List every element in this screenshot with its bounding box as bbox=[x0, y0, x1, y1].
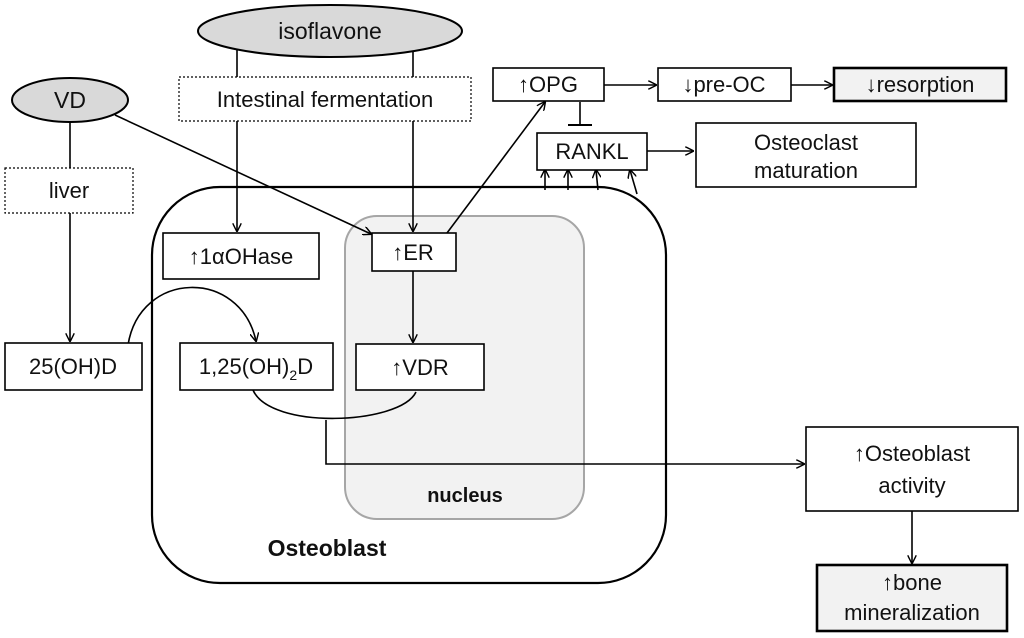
osteoblast-activity-line2: activity bbox=[878, 473, 945, 498]
rankl-label: RANKL bbox=[555, 139, 628, 164]
isoflavone-node bbox=[197, 4, 463, 58]
d125-prefix: 1,25(OH) bbox=[199, 354, 289, 379]
osteoblast-activity-line1: ↑Osteoblast bbox=[854, 441, 970, 466]
vd-label: VD bbox=[54, 87, 86, 113]
bone-mineralization-box bbox=[815, 563, 1009, 633]
nucleus-label: nucleus bbox=[427, 485, 503, 507]
er-box bbox=[371, 232, 457, 272]
d25-label: 25(OH)D bbox=[29, 354, 117, 379]
d125-subscript: 2 bbox=[289, 367, 297, 383]
osteoblast-label: Osteoblast bbox=[268, 535, 387, 561]
d25-box bbox=[4, 342, 143, 391]
bone-mineralization-line2: mineralization bbox=[844, 600, 980, 625]
resorption-label: ↓resorption bbox=[866, 72, 975, 97]
opg-label: ↑OPG bbox=[518, 72, 578, 97]
isoflavone-label: isoflavone bbox=[278, 18, 382, 44]
vd-node bbox=[11, 77, 129, 123]
osteoblast-activity-box bbox=[805, 426, 1019, 512]
resorption-box bbox=[832, 66, 1008, 103]
edge-vd-er bbox=[114, 114, 371, 234]
bone-mineralization-line1: ↑bone bbox=[882, 570, 942, 595]
osteoclast-maturation-line1: Osteoclast bbox=[754, 130, 858, 155]
edge-er-opg bbox=[446, 102, 545, 234]
one-alpha-ohase-label: ↑1αOHase bbox=[189, 244, 293, 269]
liver-box bbox=[4, 167, 134, 214]
edge-membrane-rankl-3 bbox=[596, 170, 598, 191]
edge-joint-activity bbox=[325, 420, 804, 464]
one-alpha-ohase-box bbox=[162, 232, 320, 280]
edge-membrane-rankl-4 bbox=[630, 170, 638, 195]
vdr-box bbox=[355, 343, 485, 391]
osteoblast-cell bbox=[150, 185, 668, 585]
er-label: ↑ER bbox=[392, 240, 434, 265]
osteoclast-maturation-box bbox=[695, 122, 917, 188]
intestinal-fermentation-label: Intestinal fermentation bbox=[217, 87, 433, 112]
osteoclast-maturation-line2: maturation bbox=[754, 158, 858, 183]
pre-oc-label: ↓pre-OC bbox=[682, 72, 765, 97]
d125-suffix: D bbox=[297, 354, 313, 379]
liver-label: liver bbox=[49, 178, 89, 203]
vdr-label: ↑VDR bbox=[391, 355, 448, 380]
pre-oc-box bbox=[657, 67, 792, 102]
opg-box bbox=[492, 67, 605, 102]
edge-joint-curve bbox=[252, 389, 417, 420]
rankl-box bbox=[536, 132, 648, 171]
intestinal-fermentation-box bbox=[178, 76, 472, 122]
d125-box bbox=[179, 342, 334, 391]
d125-label: 1,25(OH)2D bbox=[199, 354, 313, 383]
edge-25ohd-125ohd bbox=[127, 286, 256, 346]
